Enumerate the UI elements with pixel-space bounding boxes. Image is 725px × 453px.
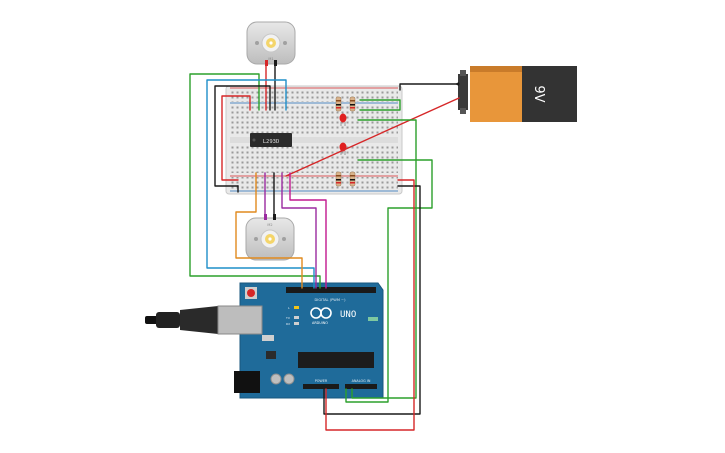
wire-purple-2[interactable] bbox=[289, 172, 327, 289]
terminal-strip-bottom bbox=[230, 145, 398, 173]
motor-bottom-label: M2 bbox=[267, 223, 272, 227]
digital-header[interactable] bbox=[286, 287, 376, 293]
wire-orange[interactable] bbox=[235, 172, 303, 289]
atmega-chip bbox=[298, 352, 374, 368]
wire-red-left[interactable] bbox=[221, 95, 251, 181]
driver-ic-label: L293D bbox=[263, 139, 280, 145]
wire-battery-negative[interactable] bbox=[399, 83, 460, 91]
wire-green-battery[interactable] bbox=[359, 99, 401, 111]
digital-label: DIGITAL (PWM ~) bbox=[315, 298, 347, 302]
arduino-brand-label: ARDUINO bbox=[312, 321, 328, 325]
arduino-logo: UNO ARDUINO bbox=[310, 307, 356, 325]
motor-top-label: M1 bbox=[268, 57, 273, 61]
wire-black-right[interactable] bbox=[323, 185, 421, 415]
power-rail-bottom bbox=[230, 177, 398, 190]
battery[interactable]: 9V bbox=[458, 66, 577, 122]
wire-purple-1[interactable] bbox=[281, 172, 317, 289]
wire-blue-left[interactable] bbox=[206, 79, 315, 289]
breadboard[interactable] bbox=[225, 85, 403, 195]
power-label: POWER bbox=[315, 379, 328, 383]
led-1[interactable] bbox=[339, 113, 347, 127]
motor-bottom[interactable]: M2 bbox=[245, 214, 295, 261]
motor-top[interactable]: M1 bbox=[246, 21, 296, 66]
wire-battery-positive[interactable] bbox=[285, 97, 460, 177]
led-l-label: L bbox=[288, 306, 290, 310]
tx-label: TX bbox=[285, 316, 290, 320]
wire-red-right[interactable] bbox=[325, 179, 415, 431]
resistor-1[interactable] bbox=[335, 96, 342, 112]
power-jack[interactable] bbox=[234, 371, 260, 393]
driver-ic[interactable]: L293D bbox=[250, 133, 292, 147]
analog-label: ANALOG IN bbox=[352, 379, 371, 383]
usb-cable[interactable] bbox=[145, 305, 263, 335]
resistor-2[interactable] bbox=[349, 96, 356, 112]
resistor-3[interactable] bbox=[335, 171, 342, 187]
resistor-4[interactable] bbox=[349, 171, 356, 187]
arduino-model-label: UNO bbox=[340, 310, 356, 320]
power-header[interactable] bbox=[303, 384, 339, 389]
wire-green-right-1[interactable] bbox=[351, 119, 417, 399]
battery-label: 9V bbox=[531, 85, 546, 102]
wire-green-right-2[interactable] bbox=[345, 159, 433, 403]
power-rail-top bbox=[230, 89, 398, 102]
arduino-board[interactable]: DIGITAL (PWM ~) L TX RX UNO ARDUINO POWE… bbox=[145, 282, 384, 399]
rx-label: RX bbox=[286, 322, 290, 326]
wire-black-left[interactable] bbox=[214, 85, 271, 187]
analog-header[interactable] bbox=[345, 384, 377, 389]
